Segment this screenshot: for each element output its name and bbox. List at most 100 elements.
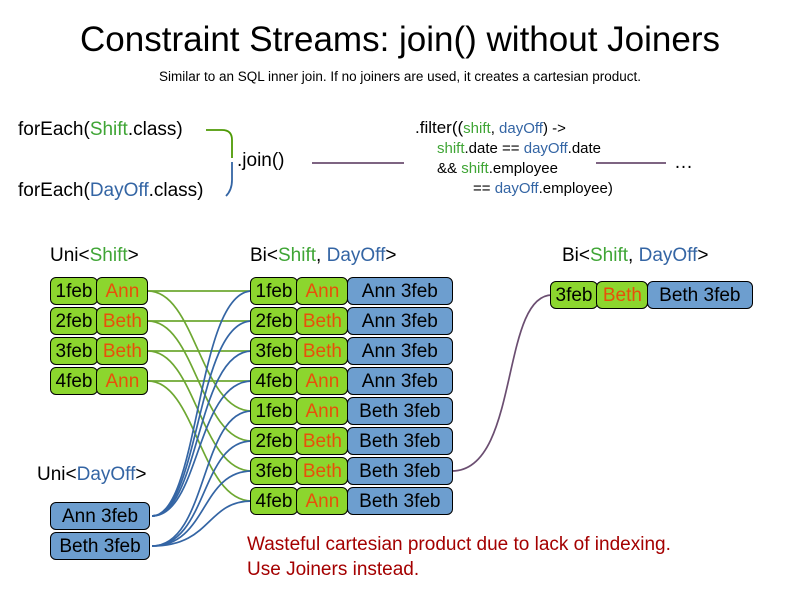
header-bi-right-type-shift: Shift xyxy=(590,245,629,266)
bi-shift-name: Beth xyxy=(296,457,349,485)
uni-dayoff-row-0: Ann 3feb xyxy=(50,502,150,530)
filter-open: .filter(( xyxy=(415,118,464,137)
filter-l3-shift: shift xyxy=(461,160,489,177)
header-uni-dayoff-type: DayOff xyxy=(76,464,136,485)
bi-shift-name: Ann xyxy=(296,397,349,425)
header-bi-right-pre: Bi< xyxy=(562,245,590,266)
bi-dayoff-label: Beth 3feb xyxy=(346,427,453,455)
code-filter-block: .filter((shift, dayOff) -> shift.date ==… xyxy=(415,118,613,199)
bi-shift-name: Beth xyxy=(296,427,349,455)
uni-dayoff-row-1: Beth 3feb xyxy=(50,532,150,560)
code-join-label: .join() xyxy=(237,150,285,171)
filter-l3-end: .employee xyxy=(488,160,558,177)
filter-param-shift: shift xyxy=(463,120,491,137)
filter-param-dayoff: dayOff xyxy=(499,120,543,137)
filter-l4-dayoff: dayOff xyxy=(494,180,539,197)
filter-l2-shift: shift xyxy=(437,140,465,157)
filter-line-3: && shift.employee xyxy=(437,159,613,179)
header-bi-comma: , xyxy=(316,245,327,266)
header-uni-shift: Uni<Shift> xyxy=(50,245,139,267)
uni-shift-row-2: 3feb Beth xyxy=(50,337,149,365)
uni-shift-date: 4feb xyxy=(50,367,98,395)
header-bi-right-comma: , xyxy=(628,245,639,266)
bi-shift-date: 4feb xyxy=(250,367,298,395)
header-bi-pre: Bi< xyxy=(250,245,278,266)
bi-row: 1feb Ann Ann 3feb xyxy=(250,277,453,305)
wire-filtered-result xyxy=(451,294,553,472)
header-bi-post: > xyxy=(385,245,397,266)
uni-shift-name: Beth xyxy=(96,307,149,335)
foreach-shift-suffix: .class) xyxy=(127,119,183,140)
bi-shift-name: Ann xyxy=(296,367,349,395)
header-bi-type-shift: Shift xyxy=(278,245,317,266)
uni-dayoff-label: Beth 3feb xyxy=(50,532,150,560)
bi-dayoff-label: Ann 3feb xyxy=(346,307,453,335)
wire-join-dayoff xyxy=(225,162,233,197)
foreach-shift-prefix: forEach( xyxy=(18,119,90,140)
bi-dayoff-label: Beth 3feb xyxy=(346,487,453,515)
filter-l2-mid: .date == xyxy=(464,140,524,157)
uni-shift-date: 3feb xyxy=(50,337,98,365)
bi-dayoff-label: Ann 3feb xyxy=(346,337,453,365)
bi-shift-date: 2feb xyxy=(250,307,298,335)
header-bi-type-dayoff: DayOff xyxy=(326,245,386,266)
uni-dayoff-label: Ann 3feb xyxy=(50,502,150,530)
bi-shift-date: 3feb xyxy=(250,457,298,485)
bi-shift-name: Ann xyxy=(296,487,349,515)
filter-arrow: ) -> xyxy=(542,120,566,137)
bi-dayoff-label: Beth 3feb xyxy=(346,457,453,485)
warning-line-1: Wasteful cartesian product due to lack o… xyxy=(247,534,671,555)
bi-shift-date: 3feb xyxy=(250,337,298,365)
warning-text: Wasteful cartesian product due to lack o… xyxy=(247,532,671,582)
uni-shift-name: Beth xyxy=(96,337,149,365)
bi-row: 4feb Ann Beth 3feb xyxy=(250,487,453,515)
header-uni-shift-pre: Uni< xyxy=(50,245,90,266)
bi-shift-date: 1feb xyxy=(250,397,298,425)
bi-shift-date: 4feb xyxy=(250,487,298,515)
foreach-dayoff-type: DayOff xyxy=(89,180,149,201)
bi-dayoff-label: Ann 3feb xyxy=(346,277,453,305)
bi-shift-date: 1feb xyxy=(250,277,298,305)
header-uni-shift-type: Shift xyxy=(89,245,128,266)
uni-shift-row-3: 4feb Ann xyxy=(50,367,149,395)
bi-row: 4feb Ann Ann 3feb xyxy=(250,367,453,395)
bi-dayoff-label: Ann 3feb xyxy=(346,367,453,395)
uni-shift-name: Ann xyxy=(96,367,149,395)
header-uni-dayoff: Uni<DayOff> xyxy=(37,464,147,486)
filter-l2-dayoff: dayOff xyxy=(523,140,568,157)
bi-shift-name: Beth xyxy=(296,337,349,365)
warning-line-2: Use Joiners instead. xyxy=(247,559,420,580)
header-bi-right-type-dayoff: DayOff xyxy=(638,245,698,266)
wires-dayoff-to-bi xyxy=(151,290,253,547)
header-bi-right-post: > xyxy=(697,245,709,266)
uni-shift-name: Ann xyxy=(96,277,149,305)
bi-dayoff-label: Beth 3feb xyxy=(346,397,453,425)
uni-shift-date: 1feb xyxy=(50,277,98,305)
wires-shift-to-bi xyxy=(147,290,253,502)
filter-l4-pre: == xyxy=(473,180,495,197)
result-shift-date: 3feb xyxy=(550,281,598,309)
uni-shift-row-0: 1feb Ann xyxy=(50,277,149,305)
pipeline-ellipsis: … xyxy=(674,152,693,173)
filter-line-1: .filter((shift, dayOff) -> xyxy=(415,118,613,139)
page-title: Constraint Streams: join() without Joine… xyxy=(80,20,720,59)
bi-shift-name: Ann xyxy=(296,277,349,305)
wire-join-shift xyxy=(206,129,233,158)
filter-line-2: shift.date == dayOff.date xyxy=(437,139,613,159)
bi-row: 3feb Beth Ann 3feb xyxy=(250,337,453,365)
foreach-shift-type: Shift xyxy=(89,119,128,140)
bi-row: 3feb Beth Beth 3feb xyxy=(250,457,453,485)
header-uni-shift-post: > xyxy=(127,245,139,266)
uni-shift-row-1: 2feb Beth xyxy=(50,307,149,335)
filter-l3-pre: && xyxy=(437,160,462,177)
bi-shift-date: 2feb xyxy=(250,427,298,455)
foreach-dayoff-prefix: forEach( xyxy=(18,180,90,201)
header-uni-dayoff-post: > xyxy=(135,464,147,485)
header-bi-middle: Bi<Shift, DayOff> xyxy=(250,245,396,267)
filter-line-4: == dayOff.employee) xyxy=(473,179,613,199)
result-row: 3feb Beth Beth 3feb xyxy=(550,281,753,309)
bi-row: 2feb Beth Beth 3feb xyxy=(250,427,453,455)
header-bi-right: Bi<Shift, DayOff> xyxy=(562,245,708,267)
result-shift-name: Beth xyxy=(596,281,649,309)
